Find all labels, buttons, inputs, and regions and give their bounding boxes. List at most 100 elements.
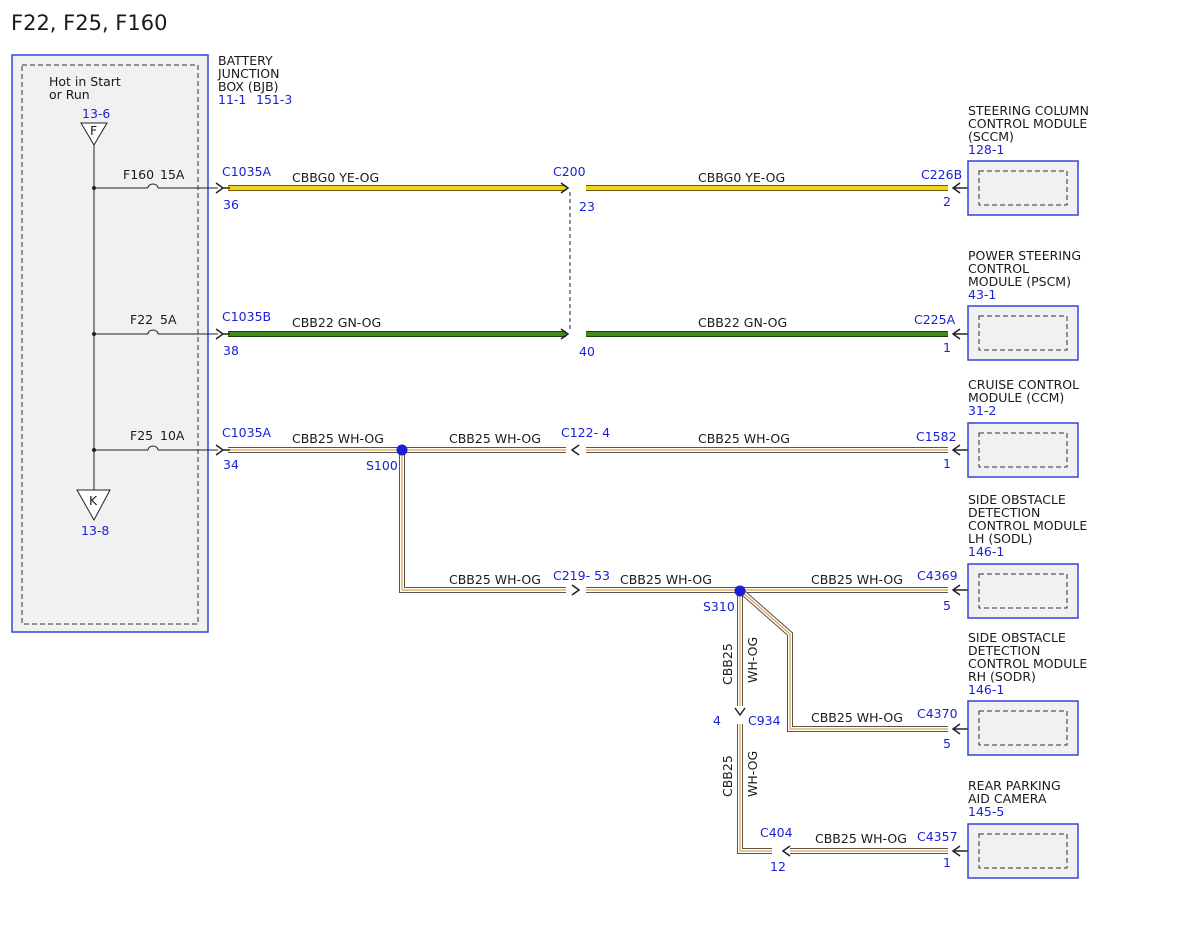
wire-label-cbbg0-right: CBBG0 YE-OG xyxy=(698,170,785,185)
module-sodr[interactable]: SIDE OBSTACLE DETECTION CONTROL MODULE R… xyxy=(967,630,1087,756)
splice-s100-label[interactable]: S100 xyxy=(366,458,398,473)
rpac-line2: AID CAMERA xyxy=(968,791,1047,806)
connector-c122[interactable]: C122- 4 xyxy=(561,425,610,440)
pin-1-camera: 1 xyxy=(943,855,951,870)
wire-label-cbb25-8: CBB25 WH-OG xyxy=(815,831,907,846)
connector-c219[interactable]: C219- 53 xyxy=(553,568,610,583)
power-top-triangle-icon xyxy=(80,122,108,146)
wire-label-cbb25-3: CBB25 WH-OG xyxy=(698,431,790,446)
wire-label-vertical-circuit-upper: CBB25 xyxy=(720,643,735,685)
connector-c225a[interactable]: C225A xyxy=(914,312,956,327)
bjb-label-line3: BOX (BJB) xyxy=(218,79,279,94)
bjb-ref2[interactable]: 151-3 xyxy=(256,92,292,107)
connector-c1035b[interactable]: C1035B xyxy=(222,309,271,324)
wire-label-cbb25-5: CBB25 WH-OG xyxy=(620,572,712,587)
pscm-ref[interactable]: 43-1 xyxy=(968,287,996,302)
module-rear-parking-aid-camera[interactable]: REAR PARKING AID CAMERA 145-5 xyxy=(967,778,1079,879)
pin-36: 36 xyxy=(223,197,239,212)
wire-label-vertical-circuit-lower: CBB25 xyxy=(720,755,735,797)
power-label-line2: or Run xyxy=(49,87,90,102)
rpac-ref[interactable]: 145-5 xyxy=(968,804,1004,819)
connector-c1582[interactable]: C1582 xyxy=(916,429,957,444)
fuse-f25-id: F25 xyxy=(130,428,153,443)
power-top-symbol: F xyxy=(90,123,97,138)
wire-label-cbb25-2: CBB25 WH-OG xyxy=(449,431,541,446)
fuse-f25: F25 10A xyxy=(92,428,218,452)
wire-label-cbb25-4: CBB25 WH-OG xyxy=(449,572,541,587)
pin-38: 38 xyxy=(223,343,239,358)
sodr-line4: RH (SODR) xyxy=(968,669,1036,684)
fuse-f160-rating: 15A xyxy=(160,167,185,182)
bjb-label-line1: BATTERY xyxy=(218,53,273,68)
fuse-f22-id: F22 xyxy=(130,312,153,327)
sodr-line3: CONTROL MODULE xyxy=(968,656,1087,671)
connector-c226b[interactable]: C226B xyxy=(921,167,962,182)
sodl-line2: DETECTION xyxy=(968,505,1040,520)
wire-label-cbb22-left: CBB22 GN-OG xyxy=(292,315,381,330)
connector-c4369[interactable]: C4369 xyxy=(917,568,958,583)
module-pscm[interactable]: POWER STEERING CONTROL MODULE (PSCM) 43-… xyxy=(967,248,1081,361)
fuse-f160: F160 15A xyxy=(92,167,218,190)
pin-5-sodl: 5 xyxy=(943,598,951,613)
sodl-line4: LH (SODL) xyxy=(968,531,1032,546)
module-ccm[interactable]: CRUISE CONTROL MODULE (CCM) 31-2 xyxy=(967,377,1079,478)
wire-label-cbb25-1: CBB25 WH-OG xyxy=(292,431,384,446)
splice-s100-dot[interactable] xyxy=(396,444,408,456)
bjb-panel xyxy=(11,54,209,633)
fuse-f22-rating: 5A xyxy=(160,312,177,327)
bjb-inner-boundary xyxy=(21,64,199,625)
power-top-ref[interactable]: 13-6 xyxy=(82,106,110,121)
connector-c4357[interactable]: C4357 xyxy=(917,829,958,844)
splice-s310-dot[interactable] xyxy=(734,585,746,597)
pin-40: 40 xyxy=(579,344,595,359)
wire-label-vertical-color-upper: WH-OG xyxy=(745,637,760,683)
fuse-f25-rating: 10A xyxy=(160,428,185,443)
wire-label-cbb22-right: CBB22 GN-OG xyxy=(698,315,787,330)
connector-c404[interactable]: C404 xyxy=(760,825,793,840)
pin-2: 2 xyxy=(943,194,951,209)
pin-34: 34 xyxy=(223,457,239,472)
ccm-ref[interactable]: 31-2 xyxy=(968,403,996,418)
sccm-line2: CONTROL MODULE xyxy=(968,116,1087,131)
bjb-ref1[interactable]: 11-1 xyxy=(218,92,246,107)
sccm-line1: STEERING COLUMN xyxy=(968,103,1089,118)
wire-cbb25-network xyxy=(228,447,948,854)
connector-c4370[interactable]: C4370 xyxy=(917,706,958,721)
pscm-line1: POWER STEERING xyxy=(968,248,1081,263)
power-bottom-symbol: K xyxy=(89,493,98,508)
sodr-line2: DETECTION xyxy=(968,643,1040,658)
pin-1-pscm: 1 xyxy=(943,340,951,355)
sccm-line3: (SCCM) xyxy=(968,129,1014,144)
connector-c1035a-bottom[interactable]: C1035A xyxy=(222,425,272,440)
ccm-line2: MODULE (CCM) xyxy=(968,390,1064,405)
wire-label-cbbg0-left: CBBG0 YE-OG xyxy=(292,170,379,185)
pin-12: 12 xyxy=(770,859,786,874)
connector-arrows xyxy=(215,182,968,857)
sodl-line1: SIDE OBSTACLE xyxy=(968,492,1066,507)
module-sodl[interactable]: SIDE OBSTACLE DETECTION CONTROL MODULE L… xyxy=(967,492,1087,619)
fuse-f22: F22 5A xyxy=(92,312,218,336)
bjb-label-line2: JUNCTION xyxy=(217,66,279,81)
sccm-ref[interactable]: 128-1 xyxy=(968,142,1004,157)
pin-23: 23 xyxy=(579,199,595,214)
splice-s310-label[interactable]: S310 xyxy=(703,599,735,614)
pin-1-ccm: 1 xyxy=(943,456,951,471)
power-label-line1: Hot in Start xyxy=(49,74,121,89)
pscm-line3: MODULE (PSCM) xyxy=(968,274,1071,289)
page-title: F22, F25, F160 xyxy=(11,11,167,35)
pscm-line2: CONTROL xyxy=(968,261,1029,276)
connector-c1035a-top[interactable]: C1035A xyxy=(222,164,272,179)
connector-c934[interactable]: C934 xyxy=(748,713,781,728)
power-bottom-ref[interactable]: 13-8 xyxy=(81,523,109,538)
pin-5-sodr: 5 xyxy=(943,736,951,751)
sodr-line1: SIDE OBSTACLE xyxy=(968,630,1066,645)
ccm-line1: CRUISE CONTROL xyxy=(968,377,1079,392)
sodr-ref[interactable]: 146-1 xyxy=(968,682,1004,697)
sodl-ref[interactable]: 146-1 xyxy=(968,544,1004,559)
connector-c200[interactable]: C200 xyxy=(553,164,586,179)
sodl-line3: CONTROL MODULE xyxy=(968,518,1087,533)
power-bottom-triangle-icon xyxy=(76,489,111,522)
wire-label-cbb25-6: CBB25 WH-OG xyxy=(811,572,903,587)
module-sccm[interactable]: STEERING COLUMN CONTROL MODULE (SCCM) 12… xyxy=(967,103,1089,216)
